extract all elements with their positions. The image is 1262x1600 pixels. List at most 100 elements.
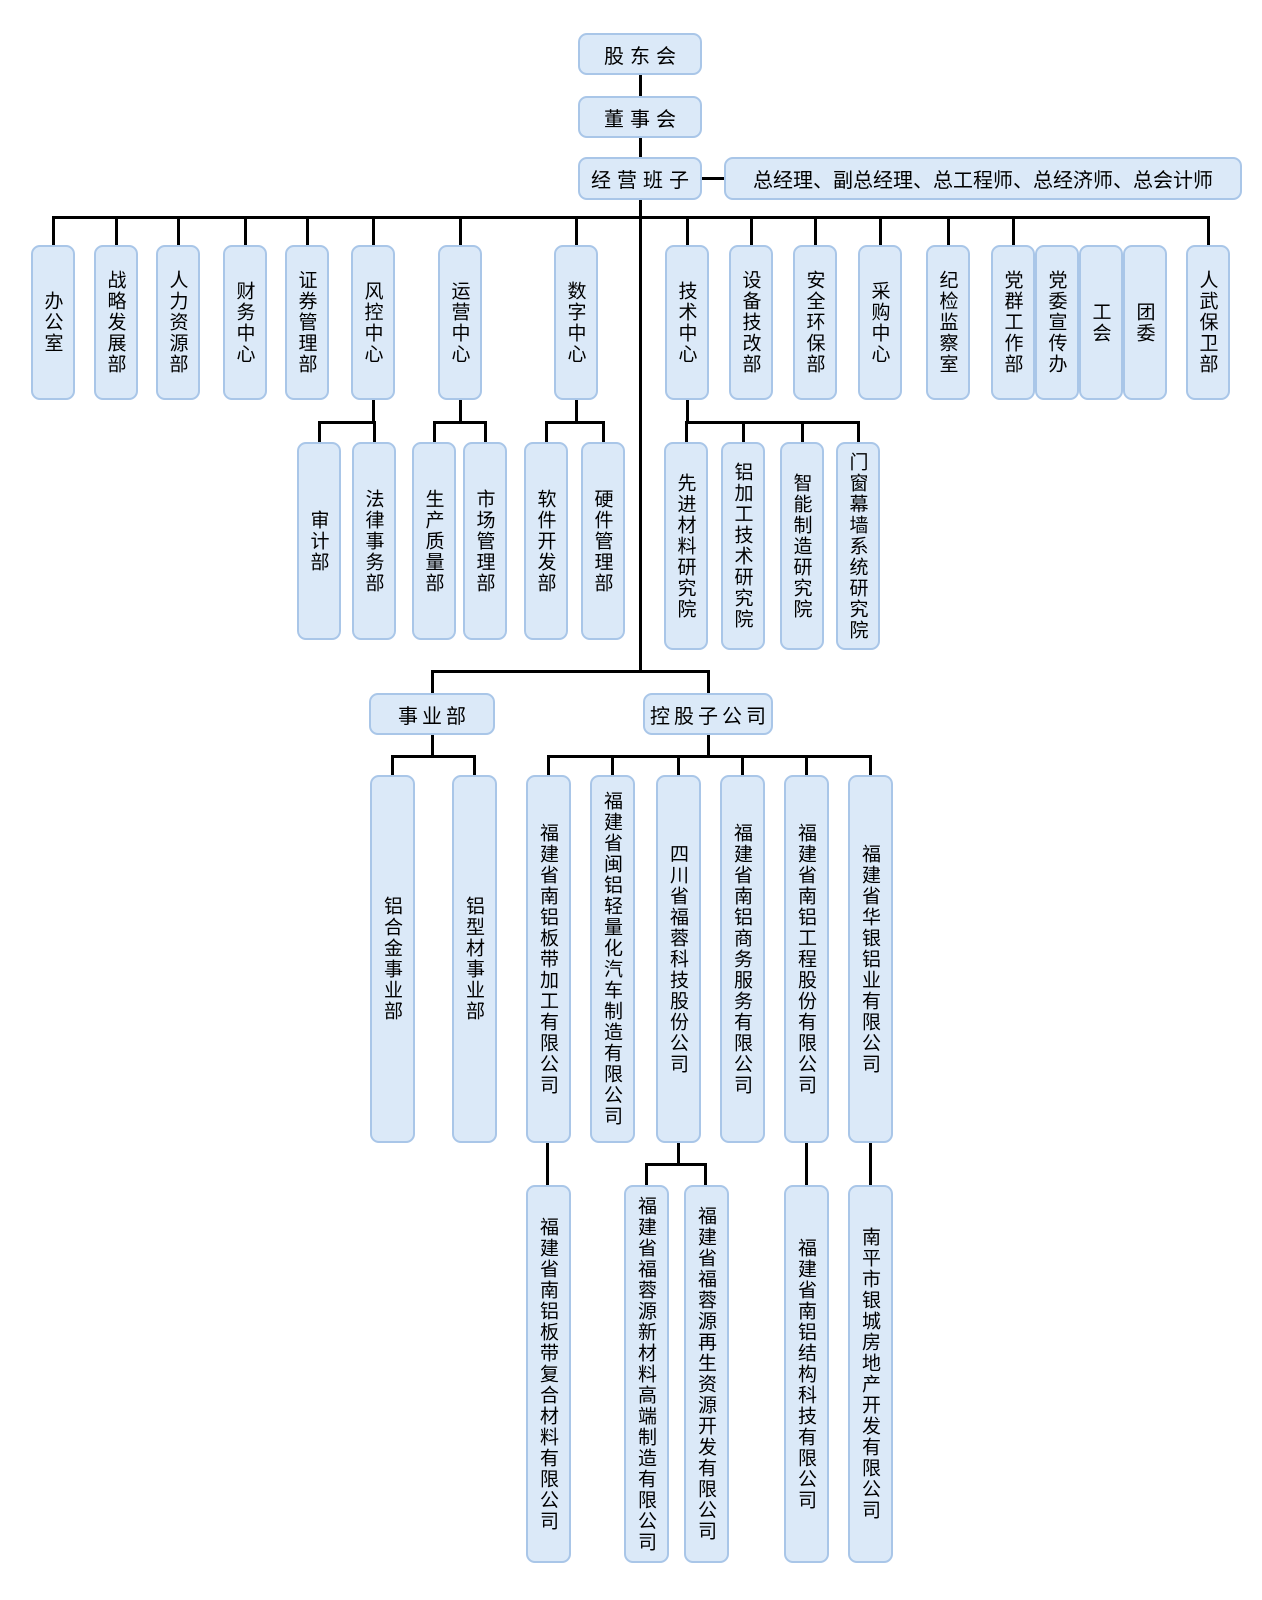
org-node-label: 设备技改部: [739, 270, 762, 375]
connector-line: [707, 670, 710, 693]
connector-line: [372, 400, 375, 423]
connector-line: [702, 177, 724, 180]
org-node-label: 风控中心: [361, 280, 384, 365]
connector-line: [742, 421, 745, 442]
connector-line: [639, 200, 642, 672]
org-node-hardware-mgmt: 硬件管理部: [581, 442, 625, 640]
org-node-label: 经营班子: [591, 168, 695, 192]
org-node-label: 福建省南铝板带复合材料有限公司: [537, 1216, 559, 1532]
org-node-label: 福建省南铝商务服务有限公司: [731, 822, 753, 1096]
org-node-curtain-wall: 门窗幕墙系统研究院: [836, 442, 880, 650]
connector-line: [545, 421, 605, 424]
org-node-risk: 风控中心: [351, 245, 395, 400]
connector-line: [805, 755, 808, 775]
connector-line: [869, 1143, 872, 1185]
connector-line: [52, 216, 1210, 219]
org-node-label: 铝合金事业部: [381, 896, 403, 1022]
connector-line: [869, 755, 872, 775]
org-node-label: 董事会: [604, 106, 682, 131]
org-node-furongyuan-recycle: 福建省福蓉源再生资源开发有限公司: [684, 1185, 729, 1563]
connector-line: [575, 400, 578, 423]
org-node-label: 生产质量部: [422, 488, 445, 594]
org-node-finance: 财务中心: [223, 245, 267, 400]
org-node-label: 总经理、副总经理、总工程师、总经济师、总会计师: [753, 168, 1213, 192]
org-node-label: 战略发展部: [104, 270, 127, 375]
org-node-label: 人武保卫部: [1196, 270, 1219, 375]
connector-line: [704, 1163, 707, 1185]
org-node-label: 福建省南铝工程股份有限公司: [795, 822, 817, 1096]
org-node-digital: 数字中心: [554, 245, 598, 400]
connector-line: [685, 421, 688, 442]
connector-line: [433, 421, 487, 424]
connector-line: [318, 421, 321, 442]
org-node-label: 纪检监察室: [936, 270, 959, 375]
connector-line: [546, 1143, 549, 1185]
org-node-label: 南平市银城房地产开发有限公司: [859, 1227, 881, 1521]
org-node-securities: 证券管理部: [285, 245, 329, 400]
org-node-label: 数字中心: [564, 280, 587, 365]
connector-line: [602, 421, 605, 442]
org-node-label: 办公室: [41, 291, 64, 354]
connector-line: [814, 216, 817, 245]
org-node-youth-league: 团委: [1123, 245, 1167, 400]
org-node-al-alloy-div: 铝合金事业部: [370, 775, 415, 1143]
org-node-label: 福建省闽铝轻量化汽车制造有限公司: [601, 791, 623, 1127]
connector-line: [431, 670, 710, 673]
connector-line: [459, 400, 462, 423]
connector-line: [685, 421, 860, 424]
org-node-audit: 审计部: [297, 442, 341, 640]
connector-line: [433, 421, 436, 442]
connector-line: [741, 755, 744, 775]
org-node-label: 智能制造研究院: [790, 472, 813, 620]
connector-line: [391, 755, 394, 775]
connector-line: [575, 216, 578, 245]
connector-line: [484, 421, 487, 442]
org-node-al-profile-div: 铝型材事业部: [452, 775, 497, 1143]
connector-line: [947, 216, 950, 245]
org-node-software-dev: 软件开发部: [524, 442, 568, 640]
connector-line: [431, 735, 434, 757]
org-node-legal: 法律事务部: [352, 442, 396, 640]
connector-line: [801, 421, 804, 442]
connector-line: [459, 216, 462, 245]
org-node-label: 股东会: [604, 43, 682, 68]
connector-line: [707, 735, 710, 757]
org-node-office: 办公室: [31, 245, 75, 400]
org-node-market-mgmt: 市场管理部: [463, 442, 507, 640]
connector-line: [677, 1143, 680, 1165]
org-node-label: 安全环保部: [803, 270, 826, 375]
org-node-label: 采购中心: [868, 280, 891, 365]
org-node-label: 铝加工技术研究院: [731, 462, 754, 630]
connector-line: [473, 755, 476, 775]
org-node-labor-union: 工会: [1079, 245, 1123, 400]
org-node-label: 铝型材事业部: [463, 896, 485, 1022]
org-node-label: 福建省福蓉源新材料高端制造有限公司: [635, 1195, 657, 1553]
org-node-hr: 人力资源部: [156, 245, 200, 400]
connector-line: [244, 216, 247, 245]
org-node-label: 四川省福蓉科技股份公司: [667, 843, 689, 1075]
org-node-label: 审计部: [307, 509, 330, 573]
connector-line: [431, 670, 434, 693]
org-node-strategy: 战略发展部: [94, 245, 138, 400]
connector-line: [611, 755, 614, 775]
connector-line: [52, 216, 55, 245]
org-node-management-team: 经营班子: [578, 157, 702, 200]
org-node-nanal-structure: 福建省南铝结构科技有限公司: [784, 1185, 829, 1563]
org-node-party-mass: 党群工作部: [991, 245, 1035, 400]
org-node-label: 软件开发部: [534, 488, 557, 594]
connector-line: [306, 216, 309, 245]
connector-line: [686, 216, 689, 245]
connector-line: [857, 421, 860, 442]
org-node-label: 福建省华银铝业有限公司: [859, 843, 881, 1075]
connector-line: [373, 421, 376, 442]
org-node-furong-tech: 四川省福蓉科技股份公司: [656, 775, 701, 1143]
org-node-label: 党群工作部: [1001, 270, 1024, 375]
org-node-equipment: 设备技改部: [729, 245, 773, 400]
org-node-nanal-business: 福建省南铝商务服务有限公司: [720, 775, 765, 1143]
org-node-shareholders: 股东会: [578, 33, 702, 75]
org-node-label: 证券管理部: [295, 270, 318, 375]
org-node-label: 团委: [1133, 301, 1156, 344]
org-node-board: 董事会: [578, 96, 702, 138]
org-node-label: 先进材料研究院: [674, 472, 697, 620]
connector-line: [639, 75, 642, 96]
